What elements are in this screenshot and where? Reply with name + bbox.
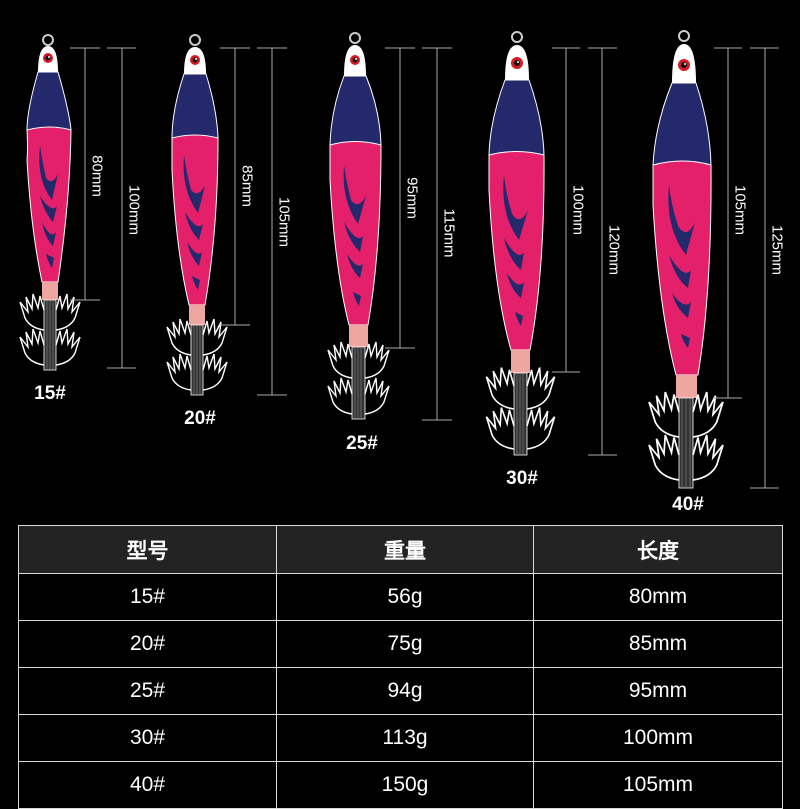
lure-25 bbox=[327, 32, 452, 421]
lure-size-label: 30# bbox=[506, 468, 538, 489]
lure-40 bbox=[648, 30, 779, 489]
weight-cell: 94g bbox=[276, 667, 534, 715]
total-length-label: 125mm bbox=[768, 224, 786, 276]
model-cell: 40# bbox=[18, 761, 277, 809]
model-cell: 15# bbox=[18, 573, 277, 621]
lure-drawings bbox=[19, 30, 779, 489]
lure-30 bbox=[485, 31, 617, 456]
weight-cell: 150g bbox=[276, 761, 534, 809]
length-cell: 80mm bbox=[533, 573, 783, 621]
length-cell: 100mm bbox=[533, 714, 783, 762]
column-header-model: 型号 bbox=[18, 525, 277, 574]
body-length-label: 100mm bbox=[569, 184, 587, 236]
total-length-label: 115mm bbox=[440, 208, 458, 258]
total-length-label: 105mm bbox=[275, 196, 293, 248]
body-length-label: 80mm bbox=[88, 155, 106, 197]
length-cell: 85mm bbox=[533, 620, 783, 668]
body-length-label: 95mm bbox=[403, 177, 421, 219]
column-header-length: 长度 bbox=[533, 525, 783, 574]
table-row: 25# 94g 95mm bbox=[18, 667, 783, 715]
weight-cell: 113g bbox=[276, 714, 534, 762]
lure-size-label: 20# bbox=[184, 408, 216, 429]
lure-size-label: 25# bbox=[346, 433, 378, 454]
lure-15 bbox=[19, 34, 136, 371]
lure-size-illustration: 15# 20# 25# 30# 40# 80mm 100mm 85mm 105m… bbox=[19, 30, 786, 515]
table-row: 30# 113g 100mm bbox=[18, 714, 783, 762]
lure-20 bbox=[166, 34, 287, 396]
model-cell: 20# bbox=[18, 620, 277, 668]
model-cell: 30# bbox=[18, 714, 277, 762]
weight-cell: 56g bbox=[276, 573, 534, 621]
table-header-row: 型号 重量 长度 bbox=[18, 525, 783, 574]
lure-size-label: 40# bbox=[672, 494, 704, 515]
total-length-label: 100mm bbox=[125, 184, 143, 236]
lure-size-label: 15# bbox=[34, 383, 66, 404]
column-header-weight: 重量 bbox=[276, 525, 534, 574]
spec-table: 型号 重量 长度 15# 56g 80mm 20# 75g 85mm 25# 9… bbox=[18, 525, 783, 809]
table-row: 40# 150g 105mm bbox=[18, 761, 783, 809]
length-cell: 105mm bbox=[533, 761, 783, 809]
weight-cell: 75g bbox=[276, 620, 534, 668]
total-length-label: 120mm bbox=[605, 224, 623, 276]
body-length-label: 105mm bbox=[731, 184, 749, 236]
table-row: 20# 75g 85mm bbox=[18, 620, 783, 668]
model-cell: 25# bbox=[18, 667, 277, 715]
body-length-label: 85mm bbox=[238, 165, 256, 207]
table-row: 15# 56g 80mm bbox=[18, 573, 783, 621]
length-cell: 95mm bbox=[533, 667, 783, 715]
